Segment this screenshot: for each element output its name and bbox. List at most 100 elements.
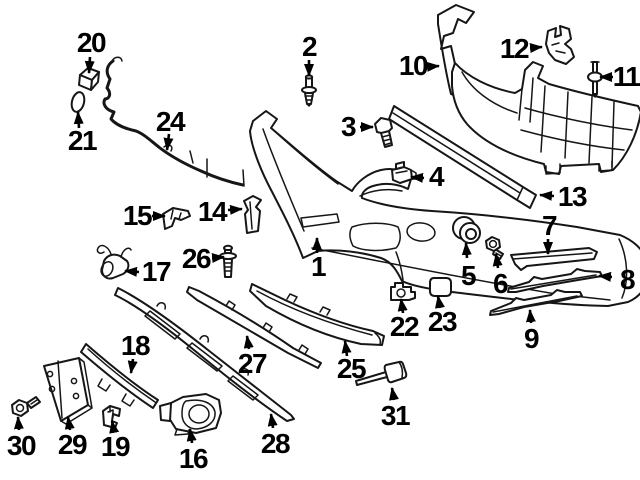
callout-30: 30	[7, 416, 37, 461]
callout-16-arrow	[186, 428, 197, 444]
callout-14-arrow	[227, 204, 243, 215]
callout-7-label: 7	[542, 210, 557, 241]
callout-24-arrow	[163, 133, 174, 151]
callout-9-arrow	[525, 309, 536, 324]
part-25-lower-trim-drawing	[249, 283, 385, 346]
callout-4: 4	[410, 161, 446, 192]
part-15-bracket-drawing	[162, 207, 191, 230]
callout-29-label: 29	[58, 429, 87, 460]
callout-11: 11	[599, 61, 640, 92]
callout-30-arrow	[13, 416, 24, 431]
callout-28-label: 28	[261, 428, 290, 459]
callout-30-label: 30	[7, 430, 36, 461]
part-18-filler-strip-drawing	[80, 343, 159, 409]
callout-31: 31	[381, 387, 411, 431]
callout-25: 25	[337, 340, 367, 384]
callout-23-label: 23	[428, 306, 457, 337]
part-3-bolt-drawing	[374, 117, 393, 148]
part-12-bracket-drawing	[545, 25, 575, 65]
callout-13-arrow	[539, 190, 555, 201]
callout-5: 5	[461, 242, 477, 291]
callout-27-arrow	[243, 335, 254, 350]
part-7-trim-strip-drawing	[510, 247, 598, 271]
part-9-trim-strip-drawing	[489, 289, 583, 316]
callout-18: 18	[121, 330, 151, 374]
callout-29: 29	[58, 416, 88, 460]
callout-19-arrow	[109, 420, 120, 434]
callout-12: 12	[500, 33, 543, 64]
callout-28-arrow	[267, 413, 278, 429]
callout-22: 22	[390, 298, 420, 342]
callout-1: 1	[311, 237, 327, 282]
callout-8-label: 8	[620, 264, 635, 295]
callout-2: 2	[302, 31, 318, 77]
part-10-energy-absorber-drawing	[437, 4, 640, 175]
callout-10-label: 10	[399, 50, 428, 81]
callout-16: 16	[179, 428, 209, 474]
callout-8-arrow	[598, 271, 613, 282]
part-8-trim-strip-drawing	[507, 268, 603, 293]
callout-10-arrow	[425, 61, 440, 72]
part-16-fog-lamp-bezel-drawing	[159, 393, 222, 436]
callout-29-arrow	[64, 416, 75, 431]
callout-6-arrow	[492, 253, 503, 269]
callout-10: 10	[399, 50, 440, 81]
callout-23-arrow	[435, 295, 445, 309]
part-2-rivet-drawing	[301, 74, 317, 107]
callout-27: 27	[238, 335, 268, 379]
callout-12-arrow	[529, 43, 543, 53]
callout-1-label: 1	[311, 251, 326, 282]
callout-4-label: 4	[429, 161, 445, 192]
callout-27-label: 27	[238, 348, 267, 379]
callout-26-arrow	[211, 253, 225, 263]
callout-25-arrow	[341, 340, 352, 357]
callout-17-arrow	[124, 266, 140, 277]
callout-3: 3	[341, 111, 374, 142]
part-4-clip-drawing	[391, 161, 417, 184]
callout-4-arrow	[410, 172, 425, 183]
callout-26-label: 26	[182, 243, 211, 274]
callout-21-label: 21	[68, 125, 97, 156]
part-29-license-bracket-drawing	[43, 357, 93, 425]
callout-20-label: 20	[77, 27, 106, 58]
part-21-grommet-drawing	[70, 91, 86, 113]
callout-24-label: 24	[156, 106, 186, 137]
callout-25-label: 25	[337, 353, 366, 384]
callout-28: 28	[261, 413, 291, 459]
callout-14: 14	[198, 196, 243, 227]
callout-19: 19	[101, 420, 131, 462]
callout-13-label: 13	[558, 181, 587, 212]
callout-5-arrow	[461, 242, 472, 259]
callout-24: 24	[156, 106, 187, 151]
callout-23: 23	[428, 295, 458, 337]
part-14-bracket-drawing	[243, 195, 262, 234]
callout-21: 21	[68, 111, 98, 156]
callout-5-label: 5	[461, 260, 476, 291]
callout-19-label: 19	[101, 431, 130, 462]
callout-13: 13	[539, 181, 588, 212]
callout-9-label: 9	[524, 323, 539, 354]
callout-15-label: 15	[123, 200, 152, 231]
part-5-parking-sensor-drawing	[452, 216, 481, 244]
callout-12-label: 12	[500, 33, 529, 64]
part-31-screw-drawing	[355, 360, 408, 386]
callout-17: 17	[124, 256, 172, 287]
part-11-pin-drawing	[587, 61, 603, 98]
callout-16-label: 16	[179, 443, 208, 474]
callout-3-label: 3	[341, 111, 356, 142]
callout-18-arrow	[127, 358, 138, 374]
callout-7: 7	[542, 210, 558, 255]
callout-15: 15	[123, 200, 166, 231]
callout-21-arrow	[73, 111, 84, 129]
part-27-grille-strip-drawing	[186, 286, 322, 369]
part-26-rivet-drawing	[219, 244, 237, 278]
callout-31-label: 31	[381, 400, 410, 431]
callout-17-label: 17	[142, 256, 171, 287]
callout-6: 6	[492, 253, 509, 299]
callout-22-arrow	[397, 298, 408, 314]
callout-26: 26	[182, 243, 225, 274]
callout-2-label: 2	[302, 31, 317, 62]
callout-31-arrow	[389, 387, 399, 401]
callout-22-label: 22	[390, 311, 419, 342]
